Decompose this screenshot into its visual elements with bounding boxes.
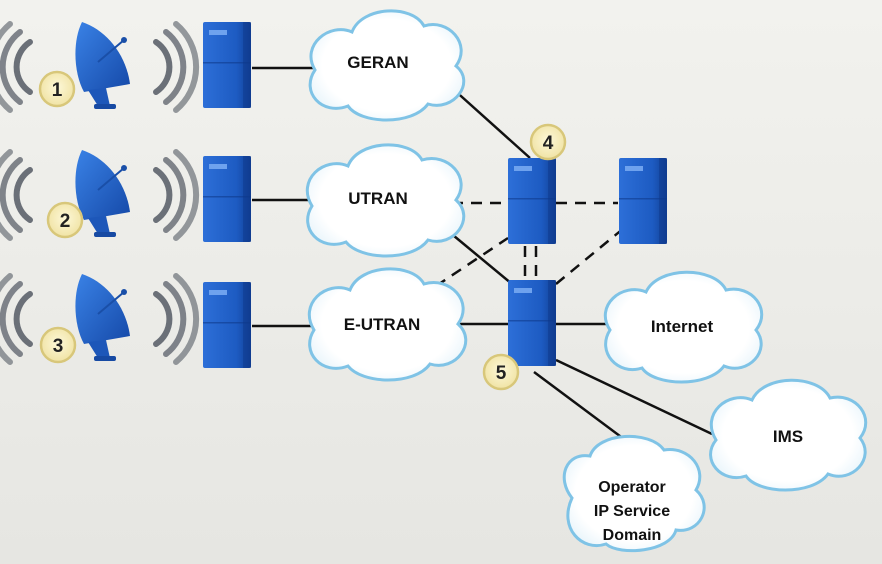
badge-label-4: 4 bbox=[543, 133, 554, 154]
server-icon-eutran-enodeb bbox=[203, 282, 251, 368]
cloud-label-operator: Operator bbox=[598, 479, 666, 496]
server-icon-utran-controller bbox=[203, 156, 251, 242]
cloud-label-internet: Internet bbox=[651, 317, 714, 336]
dash-eutran-sgsn bbox=[435, 236, 509, 288]
link-gateway-operator bbox=[533, 370, 637, 450]
cloud-utran: UTRAN bbox=[305, 143, 466, 258]
cloud-label-geran: GERAN bbox=[347, 53, 408, 72]
badge-label-5: 5 bbox=[496, 363, 507, 384]
cloud-label-eutran: E-UTRAN bbox=[344, 315, 421, 334]
badge-label-1: 1 bbox=[52, 80, 63, 101]
cloud-eutran: E-UTRAN bbox=[307, 267, 468, 382]
connections bbox=[252, 66, 713, 450]
dashed-connections bbox=[435, 201, 625, 288]
cloud-label-domain: Domain bbox=[603, 527, 662, 544]
number-badge-2: 2 bbox=[46, 201, 84, 239]
link-gateway-ims bbox=[555, 358, 713, 436]
cloud-internet: Internet bbox=[603, 270, 764, 384]
server-icon-geran-controller bbox=[203, 22, 251, 108]
server-icon-node-4 bbox=[508, 158, 556, 244]
link-geran-sgsn bbox=[451, 87, 531, 159]
badge-label-3: 3 bbox=[53, 336, 64, 357]
cloud-ims: IMS bbox=[709, 378, 868, 492]
server-icon-right bbox=[619, 158, 667, 244]
server-icon-node-5 bbox=[508, 280, 556, 366]
cloud-operator-ip-service-domain: Operator IP Service Domain bbox=[562, 434, 706, 553]
cloud-geran: GERAN bbox=[308, 9, 466, 122]
number-badge-1: 1 bbox=[38, 70, 76, 108]
number-badge-3: 3 bbox=[39, 326, 77, 364]
number-badge-4: 4 bbox=[529, 123, 567, 161]
number-badge-5: 5 bbox=[482, 353, 520, 391]
dash-gateway-hss bbox=[555, 227, 625, 285]
cloud-label-ims: IMS bbox=[773, 427, 803, 446]
badge-label-2: 2 bbox=[60, 211, 71, 232]
cloud-label-ip-service: IP Service bbox=[594, 503, 670, 520]
cloud-label-utran: UTRAN bbox=[348, 189, 408, 208]
